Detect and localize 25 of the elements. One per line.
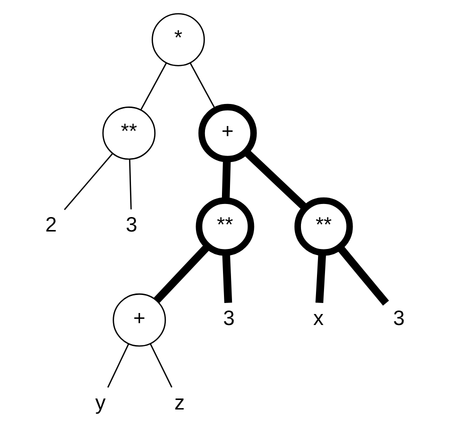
connector [242,149,308,211]
connector [336,244,388,306]
node-text: 3 [125,214,137,237]
node-circle: + [112,293,166,347]
node-circle: ** [294,197,352,256]
node-text: 3 [392,306,404,330]
connector [106,344,129,388]
connector [140,62,166,110]
connector [222,252,232,303]
node-text: x [312,306,324,330]
node-circle: ** [102,106,156,160]
node-text: 2 [44,214,56,237]
node-text: 3 [222,306,234,330]
connector [221,159,230,201]
node-circle: ** [195,197,254,256]
node-circle: * [151,13,204,66]
connector [189,62,216,110]
node-circle: + [198,104,256,162]
node-text: y [94,391,106,414]
node-text: z [174,391,184,414]
connector [63,153,112,210]
connector [153,244,210,304]
connector [149,343,172,388]
connector [314,252,326,304]
connector [128,159,132,210]
